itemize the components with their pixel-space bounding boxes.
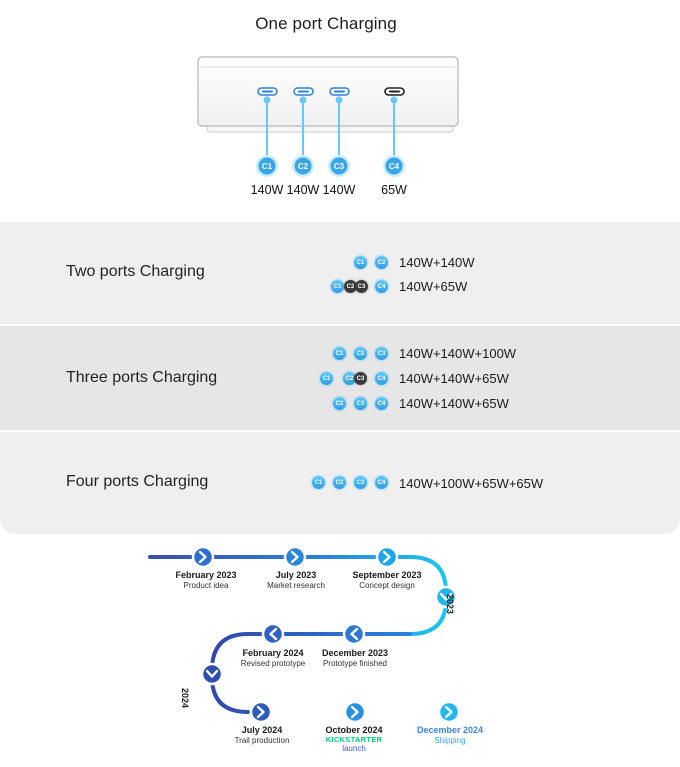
multi-port-table: Two ports Charging C1 C2 140W+140W C1 C2… <box>0 222 680 534</box>
year-label-2023: 2023 <box>445 594 455 615</box>
milestone-node-4 <box>342 622 366 646</box>
year-label-2024: 2024 <box>180 688 190 709</box>
milestone-caption: Concept design <box>359 581 415 590</box>
milestone-node-8 <box>437 700 461 724</box>
port-chip: C2 <box>344 280 357 293</box>
port-chip: C4 <box>375 476 388 489</box>
port-badge-c4 <box>383 155 405 177</box>
milestone-caption: Revised prototype <box>240 659 306 668</box>
milestone-node-3 <box>375 545 399 569</box>
port-chip: C4 <box>375 397 388 410</box>
milestone-node-1 <box>191 545 215 569</box>
timeline-path <box>148 545 504 724</box>
port-c4 <box>384 87 405 96</box>
port-badge-label: C2 <box>298 162 309 171</box>
one-port-section: One port Charging <box>0 0 680 222</box>
port-chip: C3 <box>355 280 368 293</box>
port-badge-c3 <box>328 155 350 177</box>
port-chip: C4 <box>375 280 388 293</box>
port-chip: C3 <box>354 372 367 385</box>
combo-wattage: 140W+140W+100W <box>399 346 517 361</box>
row-title: Three ports Charging <box>66 369 218 386</box>
combo-wattage: 140W+140W <box>399 255 475 270</box>
port-chip: C3 <box>354 476 367 489</box>
port-c2 <box>293 87 314 96</box>
section-title: One port Charging <box>255 14 397 33</box>
port-chip: C4 <box>375 372 388 385</box>
port-wattage: 140W <box>286 183 320 197</box>
port-wattage: 65W <box>381 183 407 197</box>
port-badge-c1 <box>256 155 278 177</box>
milestone-date: July 2024 <box>241 725 283 735</box>
milestone-date: December 2024 <box>416 725 484 735</box>
port-chip: C3 <box>375 347 388 360</box>
milestone-date: September 2023 <box>352 570 422 580</box>
port-badge-label: C3 <box>334 162 345 171</box>
milestone-node-turn-2023 <box>434 585 458 609</box>
combo-wattage: 140W+140W+65W <box>399 371 509 386</box>
port-chip: C2 <box>354 347 367 360</box>
port-c1 <box>257 87 278 96</box>
port-chip: C2 <box>343 372 356 385</box>
milestone-date: February 2023 <box>175 570 237 580</box>
port-badge-label: C1 <box>262 162 273 171</box>
combo-wattage: 140W+65W <box>399 279 468 294</box>
milestone-caption: Product idea <box>183 581 229 590</box>
port-chip: C1 <box>354 256 367 269</box>
row-divider <box>0 430 680 432</box>
milestone-node-7 <box>343 700 367 724</box>
milestone-caption: Market research <box>267 581 325 590</box>
port-badge-c2 <box>292 155 314 177</box>
port-chip: C1 <box>312 476 325 489</box>
combo-wattage: 140W+140W+65W <box>399 396 509 411</box>
combo-wattage: 140W+100W+65W+65W <box>399 476 544 491</box>
milestone-date: February 2024 <box>242 648 304 658</box>
port-chip: C3 <box>354 397 367 410</box>
milestone-caption: launch <box>342 744 366 753</box>
port-wattage: 140W <box>250 183 284 197</box>
row-three-ports: Three ports Charging C1 C2 C3 140W+140W+… <box>0 326 680 430</box>
milestone-caption: Prototype finished <box>322 659 388 668</box>
port-chip: C2 <box>333 476 346 489</box>
milestone-caption: Shipping <box>434 736 466 745</box>
milestone-node-turn-2024 <box>200 662 224 686</box>
milestone-node-5 <box>261 622 285 646</box>
row-title: Four ports Charging <box>66 473 209 490</box>
port-chip: C1 <box>333 347 346 360</box>
port-chip: C2 <box>375 256 388 269</box>
milestone-date: July 2023 <box>275 570 317 580</box>
port-c3 <box>329 87 350 96</box>
port-wattage: 140W <box>322 183 356 197</box>
milestone-node-2 <box>283 545 307 569</box>
row-divider <box>0 324 680 326</box>
port-chip: C1 <box>320 372 333 385</box>
charger-illustration: C1 C2 C3 C4 <box>197 56 459 177</box>
roadmap-timeline: 2023 2024 February 2023 Product idea Jul… <box>0 534 680 767</box>
port-badge-label: C4 <box>389 162 400 171</box>
kickstarter-logo: KICKSTARTER <box>325 735 383 744</box>
port-chip: C1 <box>331 280 344 293</box>
row-two-ports: Two ports Charging C1 C2 140W+140W C1 C2… <box>0 222 680 324</box>
milestone-date: October 2024 <box>325 725 383 735</box>
milestone-node-6 <box>249 700 273 724</box>
port-chip: C2 <box>333 397 346 410</box>
row-four-ports: Four ports Charging C1 C2 C3 C4 140W+100… <box>0 432 680 534</box>
milestone-date: December 2023 <box>321 648 389 658</box>
row-title: Two ports Charging <box>66 263 205 280</box>
milestone-caption: Trail production <box>234 736 290 745</box>
